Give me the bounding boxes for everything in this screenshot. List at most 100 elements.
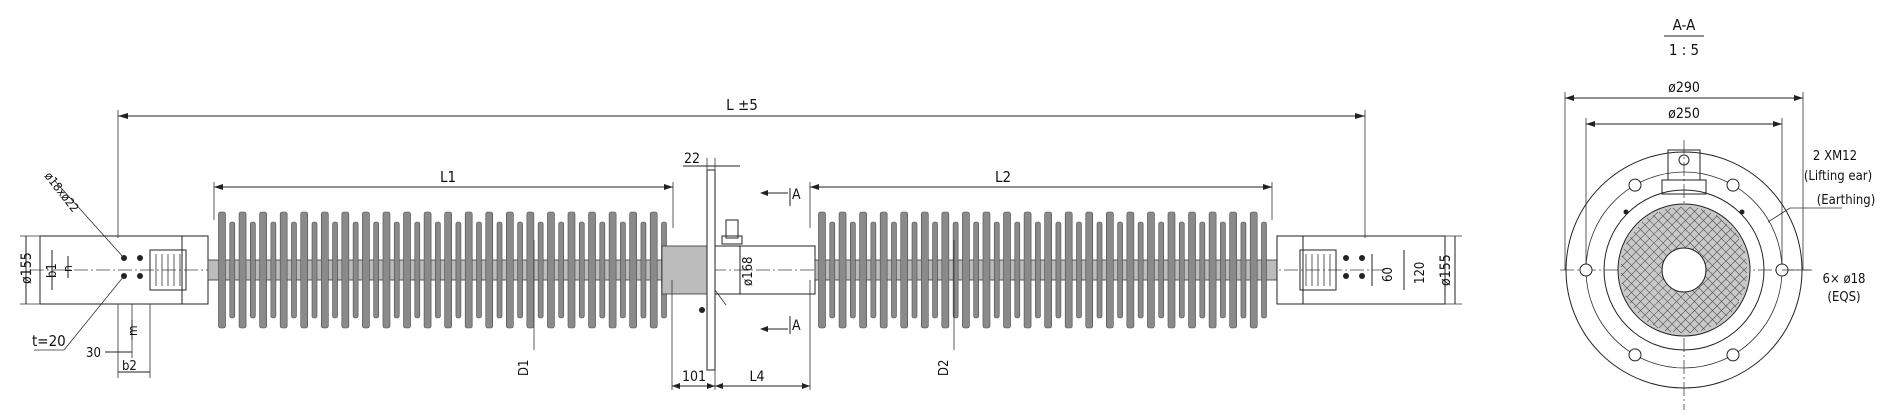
lifting-ear-icon [725,219,739,239]
bolt-hole-icon [1726,178,1740,192]
l1-label: L1 [440,168,456,186]
lifting-callout-line3: (Earthing) [1817,193,1876,208]
right-end-fitting: 60 120 ø155 [1276,235,1462,305]
bolt-hole-icon [1359,273,1365,279]
insulator-shed [444,211,452,329]
insulator-shed [1106,211,1114,329]
hatch-line [1620,263,1691,334]
insulator-shed [1158,221,1165,319]
d1-label: D1 [517,360,532,376]
insulator-shed [1055,221,1062,319]
insulator-shed [911,221,918,319]
section-view-a-a: A-A 1 : 5 ø290 ø250 2 [1560,16,1875,410]
insulator-shed [218,211,226,329]
insulator-shed [932,221,938,319]
insulator-shed [1096,221,1103,319]
bolt-hole-icon [1359,255,1365,261]
earthing-point-icon [699,307,705,313]
hatch-line [1623,248,1706,331]
phi155-left-label: ø155 [19,252,35,284]
insulator-shed [859,211,867,329]
dim-101-label: 101 [682,369,706,385]
insulator-shed [850,221,856,319]
t20-label: t=20 [32,332,66,350]
insulator-shed [341,211,350,329]
hatch-line [1620,206,1682,268]
bolt-hole-icon [1628,178,1642,192]
insulator-shed [1044,211,1052,329]
hatch-line [1672,207,1747,282]
holes-callout-line1: 6× ø18 [1823,272,1866,287]
insulator-shed [517,221,523,319]
l4-label: L4 [749,369,764,385]
insulator-shed [485,211,494,329]
insulator-shed [900,211,909,329]
insulator-shed [838,211,847,329]
l2-dimension: L2 [809,168,1273,228]
insulator-shed [1064,211,1073,329]
phi290-label: ø290 [1668,80,1700,96]
insulator-shed [1126,211,1135,329]
insulator-shed [567,211,576,329]
insulator-shed [382,211,391,329]
lifting-callout-line2: (Lifting ear) [1804,169,1872,184]
hatch-line [1700,208,1746,254]
insulator-shed [1261,221,1267,319]
holes-callout-line2: (EQS) [1827,290,1860,305]
insulator-shed [1003,211,1011,329]
d2-label: D2 [937,360,952,376]
insulator-shed [526,211,535,329]
insulator-shed [373,221,379,319]
bolt-hole-icon [1343,255,1349,261]
insulator-shed [1178,221,1185,319]
insulator-shed [250,221,256,319]
bolt-hole-icon [1726,348,1740,362]
hatch-line [1680,206,1748,274]
bolt-hole-icon [1579,263,1593,277]
insulator-shed [982,211,991,329]
insulator-shed [599,221,606,319]
insulator-shed [973,221,979,319]
insulator-shed [1137,221,1144,319]
insulator-shed [1147,211,1155,329]
insulator-shed [1208,211,1217,329]
insulator-shed [393,221,400,319]
insulator-shed [414,221,421,319]
insulator-shed [829,221,836,319]
insulator-shed [259,211,267,329]
right-shed-group [818,211,1267,329]
insulator-shed [496,221,503,319]
hatch-line [1620,272,1682,334]
mounting-flange: 22 ø168 101 L4 A A [661,151,816,390]
insulator-shed [1199,221,1206,319]
bolt-hole-icon [1343,273,1349,279]
hatch-line [1700,286,1746,332]
insulator-shed [547,211,555,329]
insulator-shed [506,211,514,329]
insulator-shed [588,211,596,329]
insulator-shed [920,211,929,329]
hatch-line [1664,208,1746,290]
bolt-hole-icon [1628,348,1642,362]
insulator-shed [1240,221,1247,319]
left-end-fitting: ø155 b1 n ø18xø22 t=20 30 m b2 [19,169,209,378]
overall-length-dimension: L ±5 [117,96,1366,238]
insulator-shed [1076,221,1082,319]
bolt-hole-icon [137,273,143,279]
insulator-shed [1023,211,1032,329]
insulator-shed [423,211,432,329]
hatch-line [1715,214,1740,239]
phi168-label: ø168 [741,257,756,286]
insulator-shed [279,211,288,329]
insulator-shed [238,211,247,329]
insulator-shed [1014,221,1021,319]
insulator-shed [1229,211,1237,329]
section-title: A-A [1673,16,1696,34]
bore-circle [1661,247,1707,293]
dim-60-label: 60 [1381,267,1396,282]
insulator-shed [578,221,585,319]
insulator-shed [620,221,626,319]
dim-22-label: 22 [684,151,700,167]
insulator-shed [300,211,309,329]
n-label: n [61,265,75,272]
